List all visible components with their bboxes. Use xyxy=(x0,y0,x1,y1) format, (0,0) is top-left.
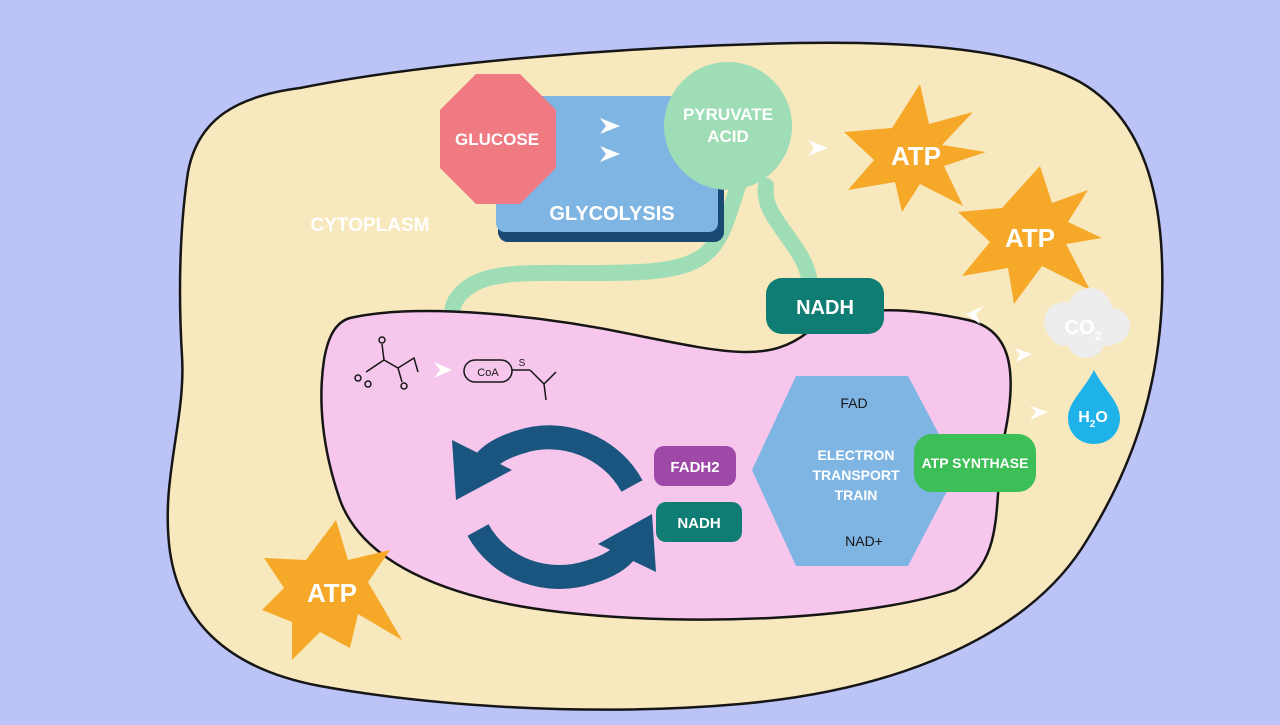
atp-synthase-badge xyxy=(914,434,1036,492)
atp-starburst-right xyxy=(958,166,1102,304)
cytoplasm-label: CYTOPLASM xyxy=(311,215,430,236)
chevron-arrow-icon xyxy=(434,362,452,378)
atp-label-bottom: ATP xyxy=(307,578,357,608)
nadh-label-small: NADH xyxy=(677,515,720,532)
etc-label-line2: TRANSPORT xyxy=(812,467,900,483)
co2-label: CO2 xyxy=(1065,317,1102,343)
chevron-arrow-icon xyxy=(600,118,620,134)
krebs-cycle-arrows-icon xyxy=(452,425,656,589)
fadh2-badge xyxy=(654,446,736,486)
electron-transport-hexagon xyxy=(752,376,958,566)
glucose-label: GLUCOSE xyxy=(455,130,539,149)
fadh2-label: FADH2 xyxy=(670,459,719,476)
atp-synthase-label: ATP SYNTHASE xyxy=(922,455,1029,471)
etc-label-line1: ELECTRON xyxy=(818,447,895,463)
atp-label-top: ATP xyxy=(891,141,941,171)
chevron-arrow-icon xyxy=(966,306,984,324)
co2-cloud xyxy=(1044,288,1130,358)
pyruvate-molecule-icon xyxy=(354,336,419,390)
glucose-hexagon xyxy=(440,74,556,204)
atp-starburst-top xyxy=(844,84,986,212)
chevron-arrow-icon xyxy=(600,146,620,162)
h2o-label: H2O xyxy=(1078,409,1108,430)
nadh-badge-top xyxy=(766,278,884,334)
atp-label-right: ATP xyxy=(1005,223,1055,253)
nadh-label-top: NADH xyxy=(796,297,854,319)
coa-molecule-icon xyxy=(463,359,557,401)
glycolysis-label: GLYCOLYSIS xyxy=(549,203,674,225)
pyruvate-label-line2: ACID xyxy=(707,127,749,146)
nad-plus-label: NAD+ xyxy=(845,533,883,549)
etc-label-line3: TRAIN xyxy=(835,487,878,503)
coa-label: CoA xyxy=(477,367,499,379)
pathway-to-nadh xyxy=(757,178,818,298)
pyruvate-label-line1: PYRUVATE xyxy=(683,105,773,124)
chevron-arrow-icon xyxy=(808,140,828,156)
chevron-arrow-icon xyxy=(1014,348,1032,362)
chevron-arrow-icon xyxy=(1030,406,1048,420)
fad-label: FAD xyxy=(840,395,867,411)
atp-starburst-bottom xyxy=(262,520,402,660)
sulfur-label: S xyxy=(519,358,526,369)
h2o-droplet xyxy=(1068,370,1120,444)
pyruvate-acid-circle xyxy=(664,62,792,190)
nadh-badge-small xyxy=(656,502,742,542)
